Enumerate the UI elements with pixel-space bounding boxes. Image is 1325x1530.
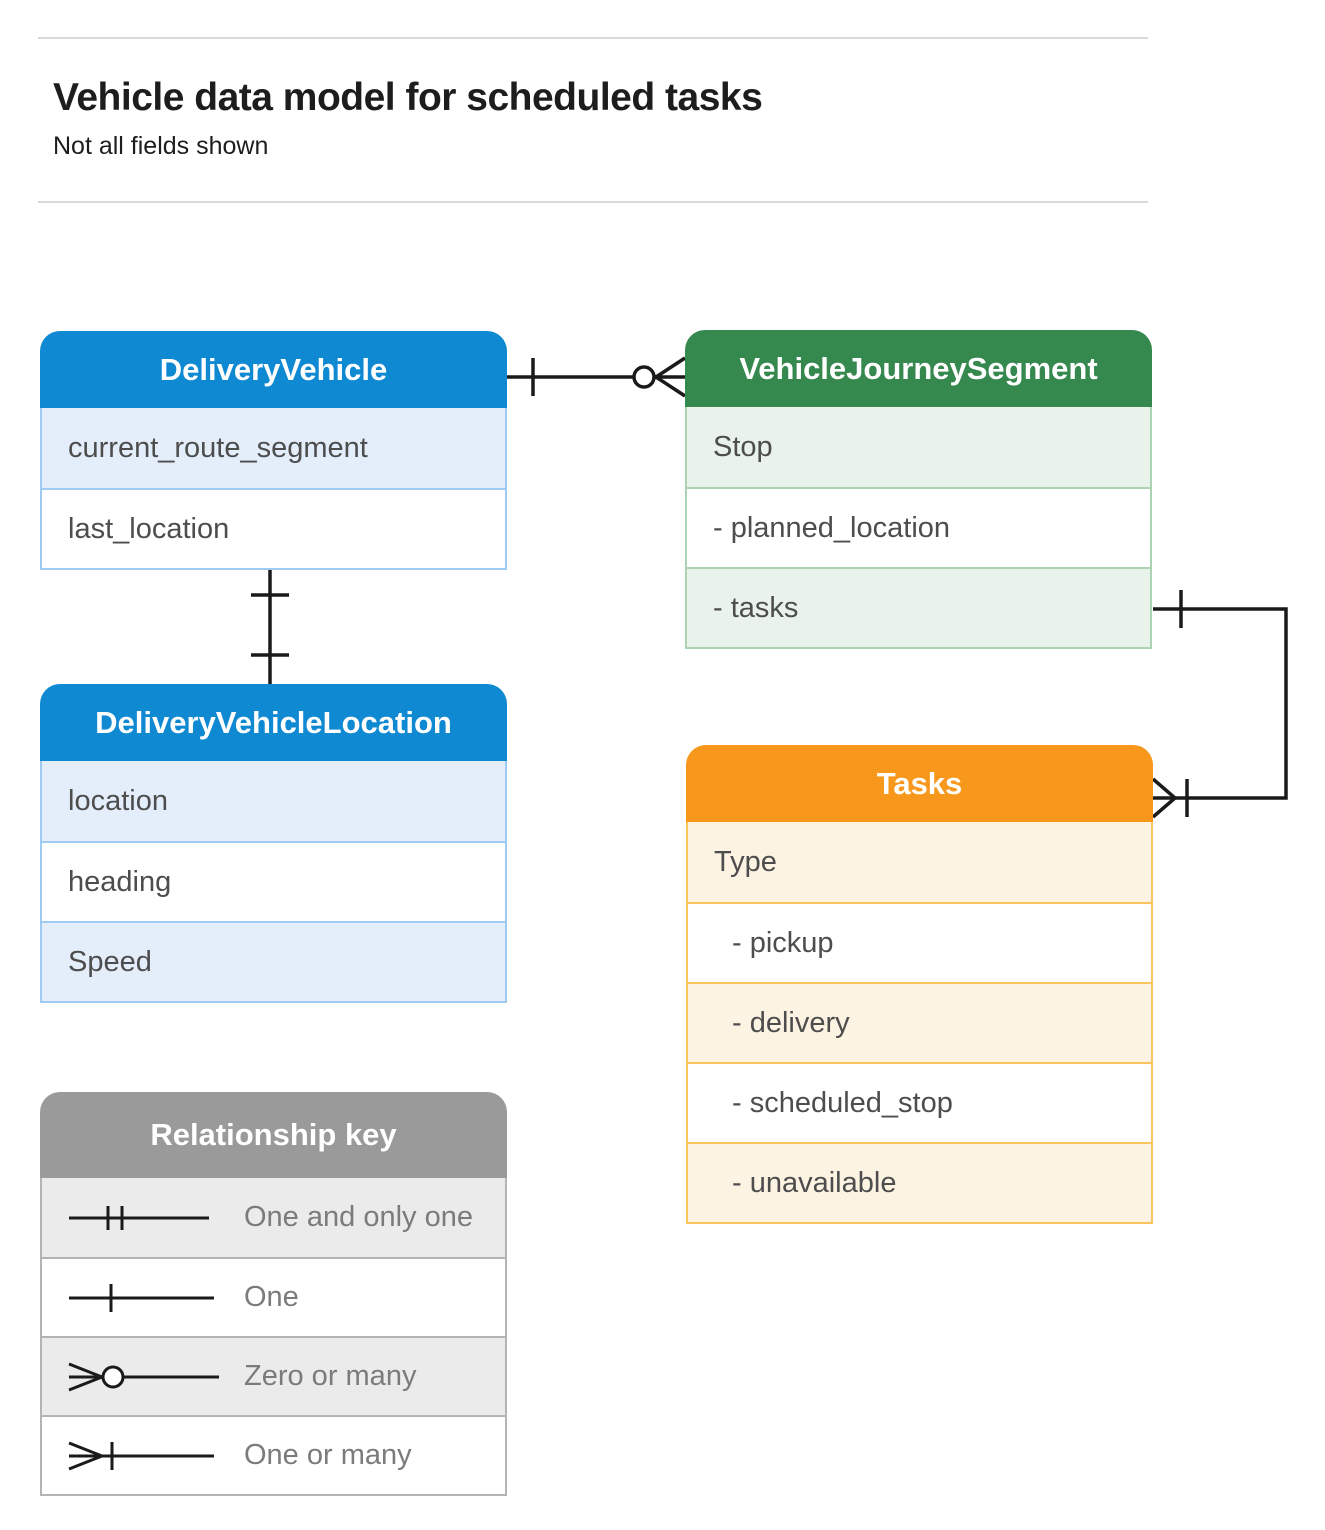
- entity-title: Tasks: [686, 745, 1153, 822]
- entity-title: DeliveryVehicleLocation: [40, 684, 507, 761]
- connector-deliveryvehicle-to-deliveryvehiclelocation: [251, 567, 289, 684]
- field-row: - scheduled_stop: [688, 1062, 1151, 1142]
- entity-title: DeliveryVehicle: [40, 331, 507, 408]
- connector-deliveryvehicle-to-vehiclejourneysegment: [507, 356, 686, 398]
- entity-field-list: Type - pickup - delivery - scheduled_sto…: [686, 822, 1153, 1224]
- field-row: heading: [42, 841, 505, 921]
- key-row: One: [42, 1257, 505, 1336]
- entity-field-list: location heading Speed: [40, 761, 507, 1003]
- zero-or-many-symbol-icon: [68, 1362, 219, 1391]
- page-subtitle: Not all fields shown: [53, 132, 269, 160]
- key-row: One or many: [42, 1415, 505, 1494]
- top-divider: [38, 37, 1148, 39]
- page-title: Vehicle data model for scheduled tasks: [53, 76, 763, 119]
- field-row: location: [42, 761, 505, 841]
- entity-title: VehicleJourneySegment: [685, 330, 1152, 407]
- field-row: Type: [688, 822, 1151, 902]
- key-label: One or many: [244, 1439, 412, 1471]
- field-row: - tasks: [687, 567, 1150, 647]
- title-divider: [38, 201, 1148, 203]
- one-and-only-one-symbol-icon: [69, 1205, 209, 1230]
- field-row: - planned_location: [687, 487, 1150, 567]
- entity-tasks: Tasks Type - pickup - delivery - schedul…: [686, 745, 1153, 1224]
- entity-delivery-vehicle: DeliveryVehicle current_route_segment la…: [40, 331, 507, 570]
- connector-tasksfield-to-tasks: [1151, 590, 1288, 819]
- relationship-key-list: One and only one One Zero or many On: [40, 1178, 507, 1496]
- field-row: Stop: [687, 407, 1150, 487]
- key-label: One and only one: [244, 1201, 473, 1233]
- crow-foot-many-mark: [655, 356, 686, 398]
- one-or-many-symbol-icon: [68, 1441, 214, 1470]
- field-row: current_route_segment: [42, 408, 505, 488]
- field-row: - pickup: [688, 902, 1151, 982]
- field-row: - unavailable: [688, 1142, 1151, 1222]
- relationship-key: Relationship key One and only one One: [40, 1092, 507, 1496]
- entity-field-list: current_route_segment last_location: [40, 408, 507, 570]
- key-label: One: [244, 1281, 299, 1313]
- field-row: - delivery: [688, 982, 1151, 1062]
- one-symbol-icon: [69, 1283, 214, 1312]
- entity-vehicle-journey-segment: VehicleJourneySegment Stop - planned_loc…: [685, 330, 1152, 649]
- entity-field-list: Stop - planned_location - tasks: [685, 407, 1152, 649]
- entity-delivery-vehicle-location: DeliveryVehicleLocation location heading…: [40, 684, 507, 1003]
- connector-line: [1153, 607, 1288, 800]
- key-label: Zero or many: [244, 1360, 417, 1392]
- crow-foot-many-mark: [1151, 777, 1177, 819]
- zero-circle-mark: [632, 365, 656, 389]
- field-row: last_location: [42, 488, 505, 568]
- key-row: Zero or many: [42, 1336, 505, 1415]
- key-row: One and only one: [42, 1178, 505, 1257]
- relationship-key-title: Relationship key: [40, 1092, 507, 1178]
- field-row: Speed: [42, 921, 505, 1001]
